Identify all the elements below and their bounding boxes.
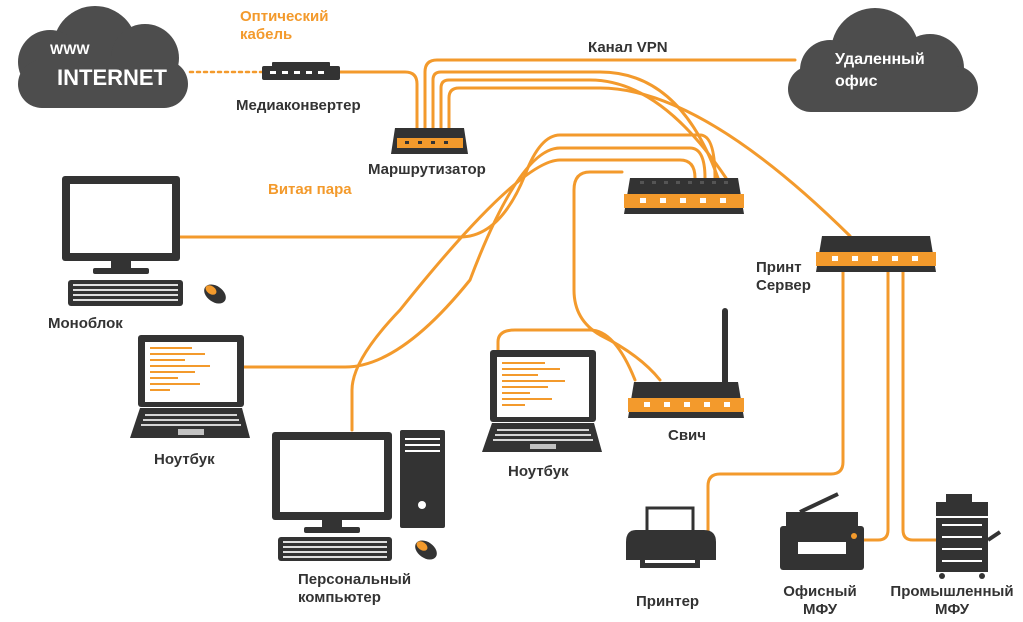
wifi-switch-label: Свич: [668, 427, 706, 444]
cable-laptop-left: [235, 146, 707, 369]
fiber-cable-label-line1: Оптический: [240, 8, 329, 25]
pc-monitor-icon: [272, 432, 392, 533]
office-mfp-label-line1: Офисный: [783, 583, 857, 600]
print-server-icon: [816, 236, 936, 272]
internet-www-label: WWW: [50, 41, 90, 57]
wifi-switch-icon: [628, 308, 744, 418]
cable-media-router: [338, 70, 419, 130]
remote-office-label-line1: Удаленный: [835, 51, 925, 68]
print-server-label-line1: Принт: [756, 259, 802, 276]
cable-pc: [350, 158, 697, 432]
monoblock-label: Моноблок: [48, 315, 123, 332]
cable-industrial-mfp: [901, 270, 938, 542]
cable-router-switch1: [431, 70, 720, 180]
office-mfp-icon: [780, 492, 864, 570]
cable-monoblock: [178, 133, 717, 239]
cable-switch-wifi: [572, 170, 662, 382]
laptop-center-icon: [482, 350, 602, 452]
pc-label-line2: компьютер: [298, 589, 381, 606]
laptop-center-screen-lines: [502, 362, 565, 406]
cable-printer: [706, 270, 845, 532]
cable-laptop-center: [496, 328, 637, 382]
printer-label: Принтер: [636, 593, 700, 610]
cable-vpn: [423, 58, 797, 130]
print-server-label-line2: Сервер: [756, 277, 811, 294]
internet-label: INTERNET: [57, 65, 167, 90]
monoblock-keyboard-icon: [68, 280, 183, 306]
fiber-cable-label-line2: кабель: [240, 26, 293, 43]
remote-office-cloud: [788, 8, 978, 112]
industrial-mfp-icon: [936, 494, 1002, 579]
laptop-left-label: Ноутбук: [154, 451, 215, 468]
monoblock-icon: [62, 176, 180, 274]
industrial-mfp-label-line1: Промышленный: [890, 583, 1014, 600]
pc-mouse-icon: [415, 540, 437, 560]
vpn-channel-label: Канал VPN: [588, 39, 668, 56]
pc-keyboard-icon: [278, 537, 392, 561]
cable-router-printserver: [447, 86, 852, 238]
internet-cloud: [18, 6, 188, 108]
laptop-left-icon: [130, 335, 250, 438]
twisted-pair-label: Витая пара: [268, 181, 352, 198]
main-switch-icon: [624, 178, 744, 214]
router-icon: [391, 128, 468, 154]
pc-tower-icon: [400, 430, 445, 528]
cables: [178, 58, 938, 542]
remote-office-label-line2: офис: [835, 73, 878, 90]
media-converter-icon: [262, 62, 340, 80]
router-label: Маршрутизатор: [368, 161, 486, 178]
industrial-mfp-label-line2: МФУ: [934, 601, 970, 618]
pc-label-line1: Персональный: [298, 571, 412, 588]
office-mfp-label-line2: МФУ: [802, 601, 838, 618]
monoblock-mouse-icon: [204, 284, 226, 304]
laptop-left-screen-lines: [150, 347, 210, 391]
cable-office-mfp: [858, 270, 890, 542]
laptop-center-label: Ноутбук: [508, 463, 569, 480]
printer-icon: [626, 506, 716, 568]
media-converter-label: Медиаконвертер: [236, 97, 361, 114]
